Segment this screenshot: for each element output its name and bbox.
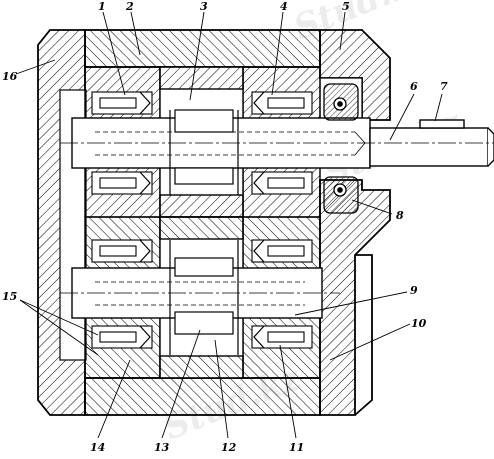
label-5: 5 [342,0,350,13]
gear-mid-hatch-a [159,194,244,218]
shaft-key [419,119,465,129]
label-15: 15 [2,290,17,303]
leader-13 [161,329,201,439]
roller [99,245,137,257]
seal-spring-lower-dot [337,187,343,193]
housing-top-band [84,29,321,68]
roller [99,331,137,343]
leader-4 [271,11,284,96]
leader-9 [294,291,408,316]
roller [99,177,137,189]
bearing-cones [139,91,265,349]
drive-shaft-end [369,127,489,167]
drive-shaft-end-cap [487,127,494,167]
leader-11 [279,344,297,439]
cone [253,171,265,195]
leader-8 [351,199,393,215]
needle-rollers [99,97,305,343]
leader-10 [329,323,411,361]
label-6: 6 [410,80,418,93]
gear-top-hatch [159,66,244,90]
drive-shaft-bore-tip-a [354,131,366,144]
cone [139,239,151,263]
leader-12 [214,339,229,439]
driven-gear-tooth-lower [174,311,234,335]
leader-6 [389,93,415,141]
label-10: 10 [411,317,427,330]
gear-mid-hatch-b [159,216,244,240]
drive-gear-tooth-upper [174,109,234,133]
label-4: 4 [280,0,288,13]
label-2: 2 [125,0,134,13]
label-14: 14 [90,441,105,454]
leader-7 [434,93,443,122]
leader-lines [15,11,443,439]
label-11: 11 [289,441,304,454]
label-8: 8 [396,209,404,222]
roller [99,97,137,109]
cone [139,171,151,195]
label-9: 9 [410,284,418,297]
roller [267,245,305,257]
leader-1 [102,11,126,96]
leader-3 [189,11,205,101]
label-13: 13 [154,441,170,454]
gear-details [169,109,239,355]
cone [253,325,265,349]
driven-gear-tooth-upper [174,257,234,277]
label-12: 12 [221,441,237,454]
cone [253,91,265,115]
cone [253,239,265,263]
cone [139,325,151,349]
roller [267,177,305,189]
leader-15a [19,299,99,336]
label-3: 3 [200,0,208,13]
cone [139,91,151,115]
roller [267,97,305,109]
leader-14 [97,359,131,439]
label-1: 1 [98,0,106,13]
callout-labels: 1 2 3 4 5 6 7 8 9 10 11 12 13 14 15 16 [2,0,448,454]
leader-5 [339,11,346,51]
label-16: 16 [2,70,18,83]
leader-2 [130,11,141,56]
label-7: 7 [440,80,448,93]
leader-16 [15,59,56,75]
seal-spring-upper-dot [337,101,343,107]
bearings [91,91,313,349]
shaft-seals [323,83,359,214]
roller [267,331,305,343]
drive-gear-tooth-lower [174,167,234,185]
gear-bottom-hatch [159,355,244,379]
drive-shaft-bore-tip-b [354,142,366,156]
housing-outline-right [354,254,373,416]
leader-15b [19,299,99,356]
